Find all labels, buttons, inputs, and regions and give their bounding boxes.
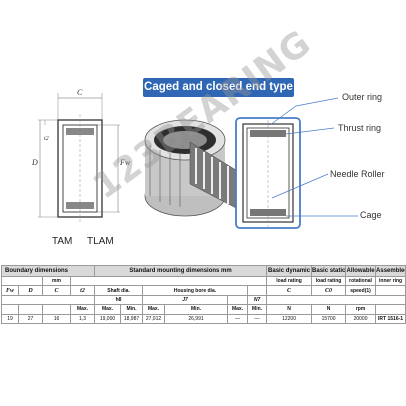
cell-inner-ring: IRT 1516-1 <box>375 313 406 324</box>
header-rotational: rotational <box>345 275 377 287</box>
title-banner: Caged and closed end type <box>143 78 294 97</box>
header-mm: mm <box>42 275 71 287</box>
header-stat-load: load rating <box>311 275 347 287</box>
header-max-t2: Max. <box>69 304 96 315</box>
cell-d: 27 <box>18 313 43 324</box>
header-unit-n-stat: N <box>311 304 347 315</box>
header-d: D <box>18 285 43 296</box>
header-inner-ring: inner ring <box>375 275 406 287</box>
label-outer-ring: Outer ring <box>342 92 383 102</box>
cell-fw: 19 <box>1 313 19 324</box>
table-row: 19 27 16 1,3 19,000 18,987 27,012 26,991… <box>1 313 406 324</box>
header-max-j7: Max. <box>142 304 166 315</box>
header-max-h8: Max. <box>94 304 122 315</box>
cell-c: 16 <box>42 313 71 324</box>
header-dyn-load: load rating <box>266 275 313 287</box>
header-housing-dia: Housing bore dia. <box>142 285 249 296</box>
series-labels: TAM TLAM <box>52 236 126 247</box>
cell-h8-min: 18,987 <box>120 313 144 324</box>
header-unit-rpm: rpm <box>345 304 377 315</box>
header-min-n7: Min. <box>247 304 268 315</box>
header-boundary: Boundary dimensions <box>0 265 96 277</box>
header-basic-static: Basic static <box>311 265 347 277</box>
header-h8: h8 <box>94 294 144 306</box>
header-stat-c0: C0 <box>311 285 347 296</box>
c-dimension-label: C <box>77 88 83 97</box>
series-tam: TAM <box>52 236 73 247</box>
labelled-section-drawing <box>235 97 358 229</box>
label-thrust-ring: Thrust ring <box>338 123 382 133</box>
header-fw: Fw <box>1 285 19 296</box>
cell-n7-min: — <box>247 313 268 324</box>
cell-t2: 1,3 <box>69 313 96 324</box>
bearing-photo <box>144 119 237 217</box>
cell-static-load: 15700 <box>311 313 347 324</box>
header-max-n7: Max. <box>227 304 249 315</box>
label-cage: Cage <box>360 210 382 220</box>
t2-dimension-label: t2 <box>44 136 49 142</box>
cell-n7-max: — <box>227 313 249 324</box>
fw-dimension-label: Fw <box>120 158 131 167</box>
header-basic-dynamic: Basic dynamic <box>266 265 313 277</box>
header-min-housing: Min. <box>164 304 229 315</box>
cell-j7-max: 27,012 <box>142 313 166 324</box>
header-unit-n-dyn: N <box>266 304 313 315</box>
cell-speed: 20000 <box>345 313 377 324</box>
header-t2: t2 <box>69 285 96 296</box>
header-shaft-dia: Shaft dia. <box>94 285 144 296</box>
header-standard: Standard mounting dimensions mm <box>94 265 268 277</box>
header-assembled: Assembled <box>375 265 406 277</box>
header-j7: J7 <box>142 294 229 306</box>
specifications-table: Boundary dimensions Standard mounting di… <box>0 265 406 324</box>
header-speed: speed(1) <box>345 285 377 296</box>
bearing-drawing <box>38 93 358 229</box>
series-tlam: TLAM <box>86 236 114 247</box>
cell-h8-max: 19,000 <box>94 313 122 324</box>
d-dimension-label: D <box>32 158 38 167</box>
header-allowable: Allowable <box>345 265 377 277</box>
cell-dynamic-load: 12200 <box>266 313 313 324</box>
cell-housing-min: 26,991 <box>164 313 229 324</box>
cross-section-drawing <box>38 93 120 224</box>
header-n7: N7 <box>247 294 268 306</box>
header-min-h8: Min. <box>120 304 144 315</box>
label-needle-roller: Needle Roller <box>330 169 385 179</box>
header-c: C <box>42 285 71 296</box>
header-dyn-c: C <box>266 285 313 296</box>
